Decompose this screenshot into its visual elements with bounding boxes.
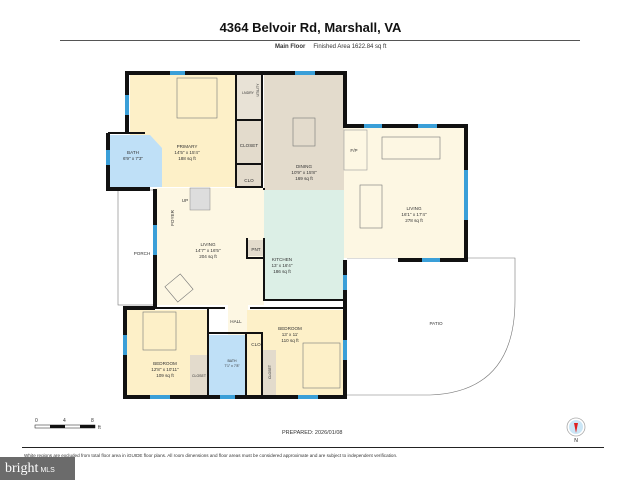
room-dims: 12'8" x 10'11" <box>151 367 179 372</box>
room-labels: PRIMARY 14'5" x 15'4" 188 sq ft BATH 6'9… <box>123 83 443 379</box>
room-name: FOYER <box>170 209 175 226</box>
compass-icon: N <box>566 417 586 444</box>
room-name: DINING <box>296 164 313 169</box>
room-dims: 6'9" x 7'3" <box>123 156 143 161</box>
sofa-icon <box>359 184 383 229</box>
scale-tick: 0 <box>35 418 38 424</box>
room-name: CLO <box>244 178 254 183</box>
page-title: 4364 Belvoir Rd, Marshall, VA <box>219 20 402 35</box>
room-area: 278 sq ft <box>405 218 423 223</box>
stairs <box>189 187 211 211</box>
room-name: CLO <box>251 342 261 347</box>
room-name: CLOSET <box>192 374 207 378</box>
room-area: 188 sq ft <box>178 156 196 161</box>
prepared-date: PREPARED: 2026/01/08 <box>282 430 343 436</box>
room-name: LIVING <box>406 206 421 211</box>
clo-room <box>236 165 263 187</box>
finished-area: Finished Area 1622.84 sq ft <box>313 44 387 50</box>
room-name: F/P <box>350 148 357 153</box>
room-area: 109 sq ft <box>156 373 174 378</box>
room-area: 110 sq ft <box>281 338 299 343</box>
pantry-room <box>248 240 263 256</box>
bath-room <box>110 135 162 187</box>
floor-info: Main Floor Finished Area 1622.84 sq ft <box>275 44 386 50</box>
bed-icon <box>176 77 218 119</box>
divider <box>22 447 604 448</box>
bath2-room <box>208 335 246 395</box>
scale-unit: ft <box>98 425 101 431</box>
room-name: PATIO <box>429 321 443 326</box>
interior-walls <box>108 75 345 397</box>
room-name: LIVING <box>200 242 215 247</box>
kitchen-room <box>264 190 344 300</box>
bed-icon <box>302 342 341 389</box>
watermark-suffix: MLS <box>40 467 55 474</box>
patio-outline <box>347 257 516 396</box>
room-name: BEDROOM <box>278 326 302 331</box>
room-area: 186 sq ft <box>273 269 291 274</box>
armchair-icon <box>164 273 194 303</box>
room-dims: 14'7" x 16'5" <box>195 248 221 253</box>
floor-name: Main Floor <box>275 44 306 50</box>
sofa-icon <box>381 136 441 160</box>
scale-tick: 8 <box>91 418 94 424</box>
room-name: CLOSET <box>268 364 272 379</box>
room-name: HALL <box>230 319 242 324</box>
room-dims: 13' x 11' <box>282 332 299 337</box>
bed-icon <box>142 311 177 351</box>
closet-right-room <box>262 350 276 395</box>
fireplace <box>343 129 368 171</box>
compass-label: N <box>574 438 578 444</box>
hall-room <box>228 305 248 335</box>
utility-room <box>236 75 263 119</box>
scale-tick: 4 <box>63 418 66 424</box>
room-name: PRIMARY <box>177 144 198 149</box>
closet-room <box>236 121 263 163</box>
dining-room <box>264 75 344 190</box>
room-area: 169 sq ft <box>295 176 313 181</box>
room-area: 204 sq ft <box>199 254 217 259</box>
room-name: KITCHEN <box>272 257 292 262</box>
closet-left-room <box>190 355 207 395</box>
room-name: CLOSET <box>240 143 259 148</box>
room-name: UTILITY <box>256 83 260 97</box>
divider <box>60 40 580 41</box>
room-name: UP <box>182 198 188 203</box>
room-name: BATH <box>127 150 139 155</box>
room-dims: 7'1" x 7'8" <box>224 364 240 368</box>
exterior-walls <box>106 71 468 399</box>
room-dims: 14'5" x 15'4" <box>174 150 200 155</box>
room-name: LNDRY <box>242 91 254 95</box>
dining-table-icon <box>292 117 316 147</box>
watermark-brand: bright <box>5 461 39 476</box>
room-name: PNT <box>251 247 260 252</box>
room-dims: 10'9" x 15'8" <box>291 170 317 175</box>
room-name: BEDROOM <box>153 361 177 366</box>
disclaimer: White regions are excluded from total fl… <box>24 453 398 458</box>
scale-bar: 0 4 8 ft <box>34 418 101 431</box>
room-dims: 16'1" x 17'4" <box>401 212 427 217</box>
room-name: PORCH <box>134 251 151 256</box>
porch-outline <box>117 189 155 306</box>
room-name: BATH <box>227 359 237 363</box>
room-dims: 13' x 16'4" <box>271 263 292 268</box>
